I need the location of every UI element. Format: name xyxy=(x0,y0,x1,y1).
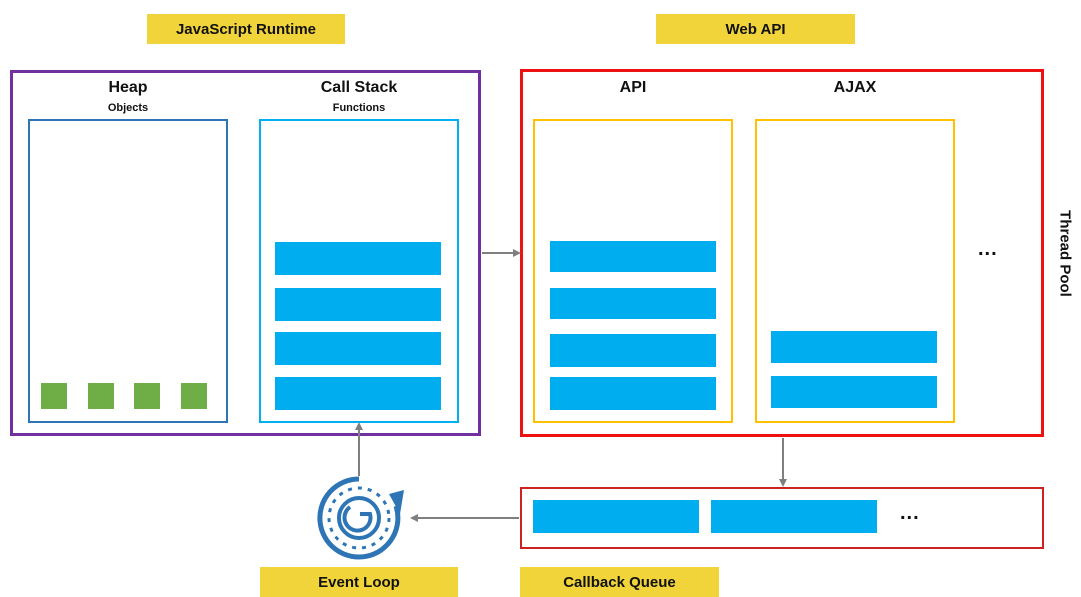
callback-queue-item xyxy=(533,500,699,533)
api-title: API xyxy=(619,79,647,96)
more-threads-ellipsis: ... xyxy=(978,238,998,260)
js-runtime-label: JavaScript Runtime xyxy=(147,14,345,44)
ajax-call xyxy=(771,376,937,408)
heap-object xyxy=(41,383,67,409)
event-loop-icon xyxy=(317,476,404,560)
callback-queue-label: Callback Queue xyxy=(520,567,719,597)
ajax-title: AJAX xyxy=(833,79,877,96)
callback-queue-box xyxy=(520,487,1044,549)
callback-queue-item xyxy=(711,500,877,533)
call-stack-subtitle: Functions xyxy=(332,102,386,114)
heap-box xyxy=(28,119,228,423)
ajax-box xyxy=(755,119,955,423)
call-stack-frame xyxy=(275,242,441,275)
api-call xyxy=(550,334,716,367)
call-stack-frame xyxy=(275,332,441,365)
more-callbacks-ellipsis: ... xyxy=(900,502,920,524)
call-stack-frame xyxy=(275,288,441,321)
heap-title: Heap xyxy=(108,79,148,96)
web-api-label: Web API xyxy=(656,14,855,44)
heap-subtitle: Objects xyxy=(107,102,149,114)
api-call xyxy=(550,288,716,319)
heap-object xyxy=(134,383,160,409)
api-box xyxy=(533,119,733,423)
call-stack-frame xyxy=(275,377,441,410)
api-call xyxy=(550,377,716,410)
heap-object xyxy=(88,383,114,409)
api-call xyxy=(550,241,716,272)
heap-object xyxy=(181,383,207,409)
call-stack-title: Call Stack xyxy=(320,79,398,96)
event-loop-label: Event Loop xyxy=(260,567,458,597)
web-api-container xyxy=(520,69,1044,437)
js-runtime-container xyxy=(10,70,481,436)
ajax-call xyxy=(771,331,937,363)
